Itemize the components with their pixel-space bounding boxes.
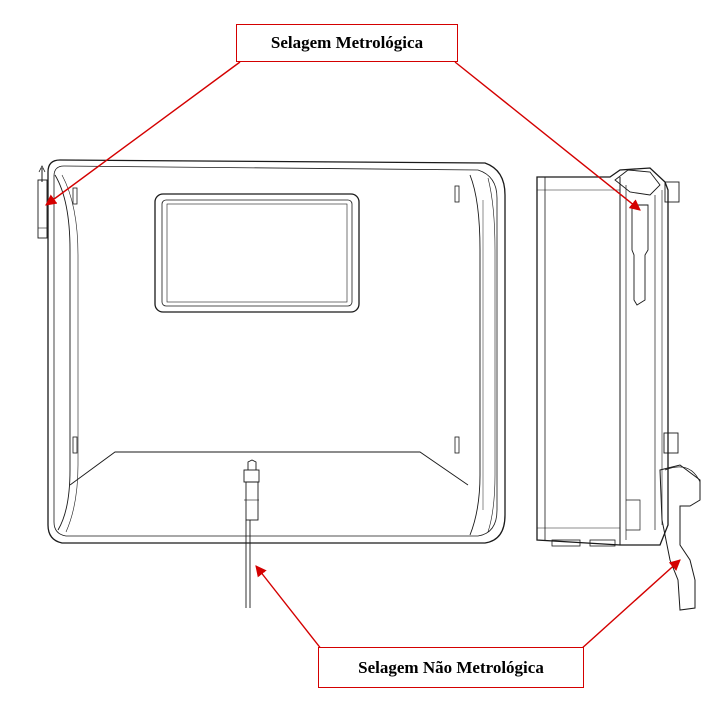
arrow-bottom-left xyxy=(255,565,323,651)
metrological-seal-label: Selagem Metrológica xyxy=(236,24,458,62)
arrow-top-left xyxy=(45,61,241,206)
front-view-enclosure xyxy=(37,159,506,608)
non-metrological-seal-label: Selagem Não Metrológica xyxy=(318,647,584,688)
arrow-top-right xyxy=(454,61,641,211)
arrow-bottom-right xyxy=(579,559,681,651)
side-view-enclosure xyxy=(536,167,701,611)
